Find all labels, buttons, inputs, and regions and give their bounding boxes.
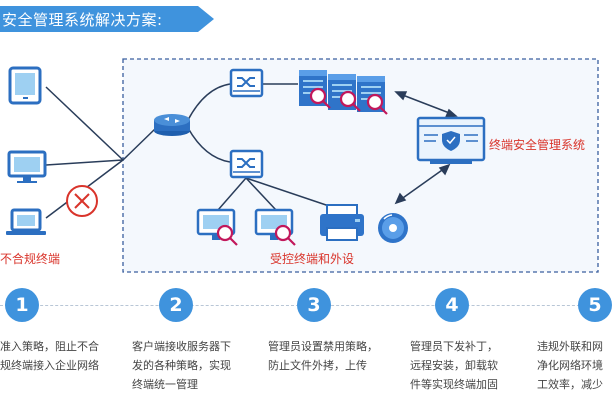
step-text-line: 客户端接收服务器下 [132,340,231,353]
controlled-monitor-icon [254,208,296,246]
step-5-description: 违规外联和网 净化网络环境 工效率，减少 [537,337,603,394]
network-diagram [6,58,599,273]
step-2-badge: 2 [159,288,193,322]
cd-disc-icon [378,213,408,243]
controlled-terminal-label: 受控终端和外设 [270,252,355,266]
steps-timeline: 1 准入策略，阻止不合 规终端接入企业网络 2 客户端接收服务器下 发的各种策略… [0,282,612,400]
step-text-line: 件等实现终端加固 [410,378,498,391]
noncompliant-terminal-label: 不合规终端 [0,252,61,266]
magnifier-icon [309,87,388,115]
step-text-line: 远程安装，卸载软 [410,359,498,372]
step-text-line: 工效率，减少 [537,378,603,391]
step-text-line: 净化网络环境 [537,359,603,372]
step-text-line: 违规外联和网 [537,340,603,353]
step-1-badge: 1 [5,288,39,322]
step-text-line: 发的各种策略，实现 [132,359,231,372]
sync-arrows [394,91,458,205]
desktop-monitor-icon [7,150,47,183]
security-console-icon [416,116,486,164]
banner-arrow-shape [0,6,214,32]
managed-zone-box [122,58,599,273]
blocked-x-icon [66,185,98,217]
step-3-badge: 3 [297,288,331,322]
security-system-label: 终端安全管理系统 [489,138,586,152]
controlled-monitor-icon [196,208,238,246]
laptop-icon [6,208,46,235]
internal-connection-lines [187,83,336,211]
step-text-line: 准入策略，阻止不合 [0,340,99,353]
step-text-line: 管理员下发补丁， [410,340,498,353]
switch-top-icon [229,68,264,98]
step-5-badge: 5 [578,288,612,322]
switch-bottom-icon [229,149,264,179]
step-text-line: 规终端接入企业网络 [0,359,99,372]
step-text-line: 终端统一管理 [132,378,198,391]
step-3-description: 管理员设置禁用策略， 防止文件外拷，上传 [268,337,378,375]
step-4-description: 管理员下发补丁， 远程安装，卸载软 件等实现终端加固 [410,337,498,394]
step-4-badge: 4 [435,288,469,322]
page-title: 安全管理系统解决方案: [2,11,163,29]
step-2-description: 客户端接收服务器下 发的各种策略，实现 终端统一管理 [132,337,231,394]
step-1-description: 准入策略，阻止不合 规终端接入企业网络 [0,337,99,375]
tablet-icon [8,66,42,105]
router-icon [154,114,190,136]
step-text-line: 管理员设置禁用策略， [268,340,378,353]
title-banner: 安全管理系统解决方案: [0,6,214,32]
step-text-line: 防止文件外拷，上传 [268,359,367,372]
printer-icon [320,204,364,241]
